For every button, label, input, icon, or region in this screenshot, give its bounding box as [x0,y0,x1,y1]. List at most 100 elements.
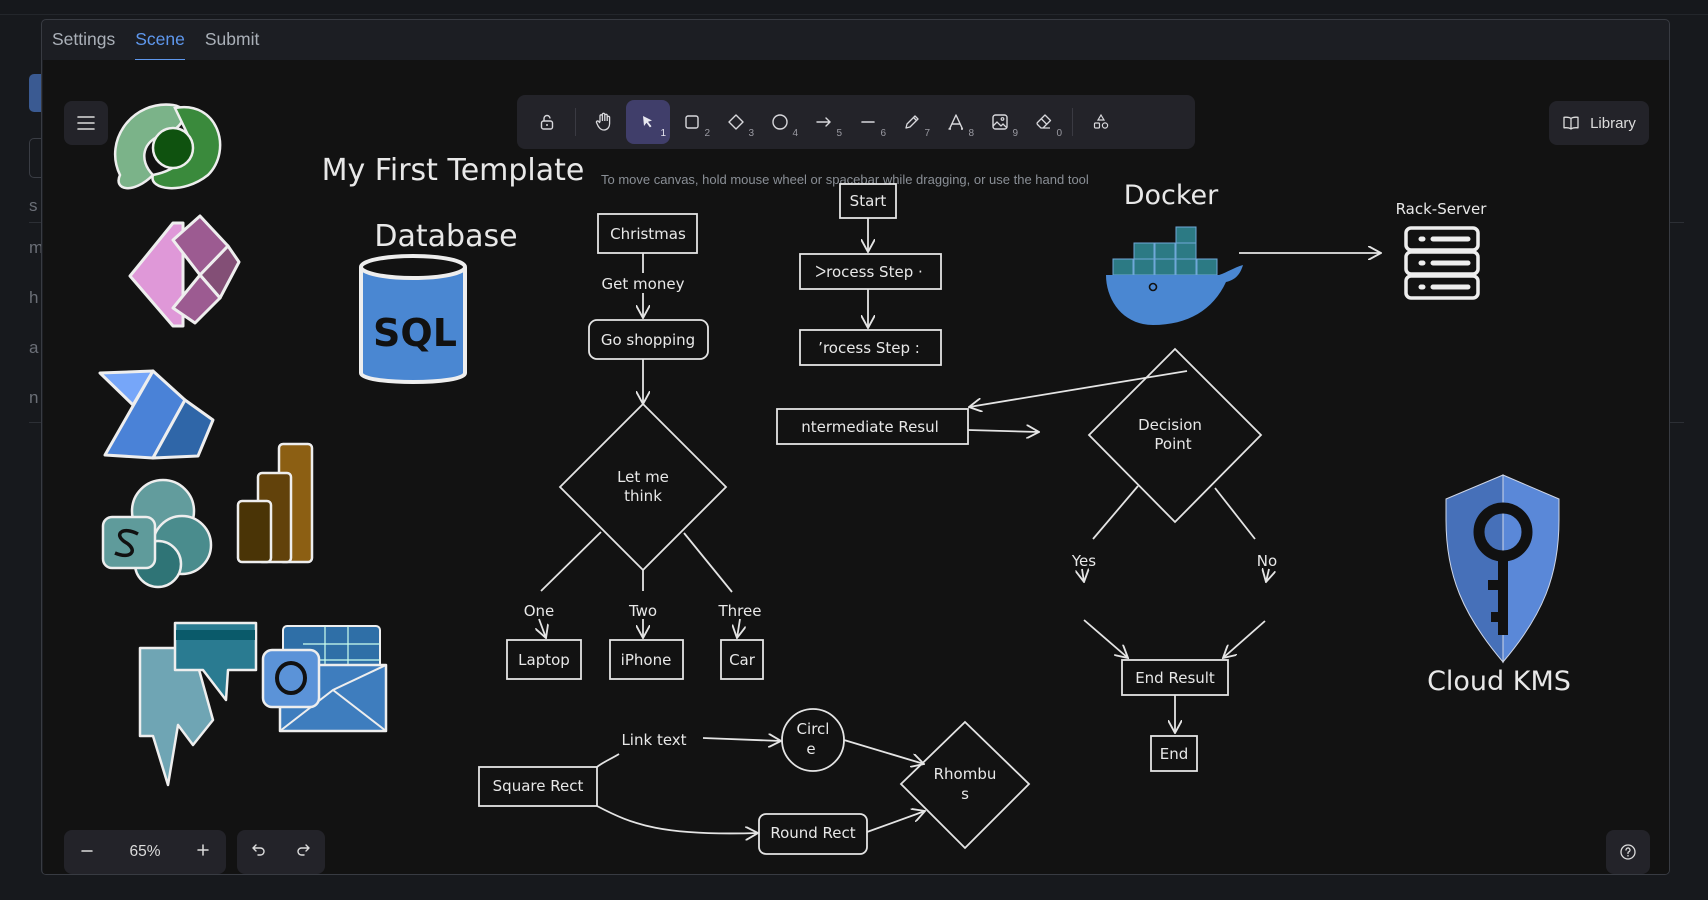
label-laptop: Laptop [518,651,570,669]
undo-icon [252,843,265,856]
tool-line[interactable]: 6 [846,100,890,144]
arrow-icon [816,117,831,127]
background-text: s [29,196,38,215]
arrow [967,430,1039,432]
undo-button[interactable] [251,843,267,862]
shape-circle[interactable] [781,708,845,772]
shape-square-rect[interactable] [478,766,598,807]
text-icon [948,114,964,130]
hamburger-icon [77,116,95,130]
toolbar-divider [1072,108,1073,136]
shape-end[interactable] [1150,735,1198,772]
shape-car[interactable] [720,639,764,680]
background-text: h [29,288,39,307]
tab-settings[interactable]: Settings [52,29,116,49]
shape-round-rect[interactable] [758,813,868,855]
background-text: n [29,388,39,407]
line-icon [861,121,875,123]
tool-arrow[interactable]: 5 [802,100,846,144]
zoom-out-button[interactable] [80,841,94,864]
tool-rectangle[interactable]: 2 [670,100,714,144]
label-one: One [524,602,555,620]
arrow [1083,619,1128,658]
label-process-step-2: ʼrocess Step : [818,339,920,357]
tool-text[interactable]: 8 [934,100,978,144]
label-christmas: Christmas [610,225,686,243]
tab-submit[interactable]: Submit [204,29,260,49]
minus-icon [81,849,93,852]
tab-scene[interactable]: Scene [135,20,195,62]
redo-button[interactable] [295,843,311,862]
shortcut-key: 1 [660,128,666,139]
scene-editor-modal: Settings Scene Submit 1 2 [41,19,1670,875]
tool-eraser[interactable]: 0 [1022,100,1066,144]
tool-hand[interactable] [582,100,626,144]
tool-draw[interactable]: 7 [890,100,934,144]
background-header [0,0,1708,15]
rack-server-icon [1404,226,1480,300]
shape-process-step-2[interactable] [799,329,942,366]
shortcut-key: 2 [704,128,710,139]
database-label: Database [374,219,517,254]
arrow [866,811,925,833]
connector [540,531,602,592]
shapes-icon [1093,113,1109,129]
background-divider [1670,422,1684,423]
rectangle-icon [685,115,699,129]
label-decision: Decision [1138,416,1202,434]
tools-toolbar: 1 2 3 4 5 6 7 [517,95,1195,149]
arrow [843,739,924,764]
arrow-three [737,618,740,638]
history-controls [237,830,325,874]
shape-process-step-1[interactable] [799,253,942,290]
label-end-result: End Result [1135,669,1215,687]
connector [1214,487,1256,540]
docker-label: Docker [1124,180,1219,211]
zoom-in-button[interactable] [196,843,210,862]
tool-selection[interactable]: 1 [626,100,670,144]
lock-open-icon [540,114,554,130]
label-rhombus-1: Rhombu [934,765,997,783]
label-round-rect: Round Rect [770,824,855,842]
label-process-step-1: ᐳrocess Step · [815,263,923,281]
main-menu-button[interactable] [64,101,108,145]
dynamics-logo-icon [113,103,222,190]
image-icon [992,114,1008,130]
shape-iphone[interactable] [609,639,684,680]
shape-end-result[interactable] [1121,659,1229,696]
label-rhombus-2: s [961,785,969,803]
shape-go-shopping[interactable] [588,319,709,360]
sql-database-shape [359,254,467,384]
eraser-icon [1036,114,1052,129]
cloud-kms-label: Cloud KMS [1427,666,1571,697]
shape-laptop[interactable] [506,639,582,680]
drawing-canvas[interactable]: 1 2 3 4 5 6 7 [43,60,1669,874]
tool-ellipse[interactable]: 4 [758,100,802,144]
tool-image[interactable]: 9 [978,100,1022,144]
background-divider [29,422,43,423]
label-start: Start [850,192,887,210]
tool-lock[interactable] [525,100,569,144]
shape-rhombus[interactable] [899,720,1031,850]
teams-chat-logo-icon [138,621,258,787]
help-button[interactable] [1606,830,1650,874]
shape-decision-point[interactable] [1087,347,1263,524]
power-bi-logo-icon [236,442,314,564]
shape-christmas[interactable] [597,213,698,254]
shape-intermediate-result[interactable] [776,408,969,445]
zoom-level-reset[interactable]: 65% [129,843,161,860]
diamond-icon [728,114,744,130]
arrow [596,805,758,833]
pointer-icon [643,116,652,128]
arrow [1223,620,1266,658]
tool-more-shapes[interactable] [1079,100,1123,144]
shape-start[interactable] [839,183,897,219]
shape-let-me-think[interactable] [558,402,728,572]
label-end: End [1160,745,1189,763]
sharepoint-logo-icon [101,478,213,589]
arrow-no [1266,569,1269,582]
tool-diamond[interactable]: 3 [714,100,758,144]
cloud-kms-shield-icon [1445,474,1560,664]
library-button[interactable]: Library [1549,101,1649,145]
background-divider [29,222,43,223]
